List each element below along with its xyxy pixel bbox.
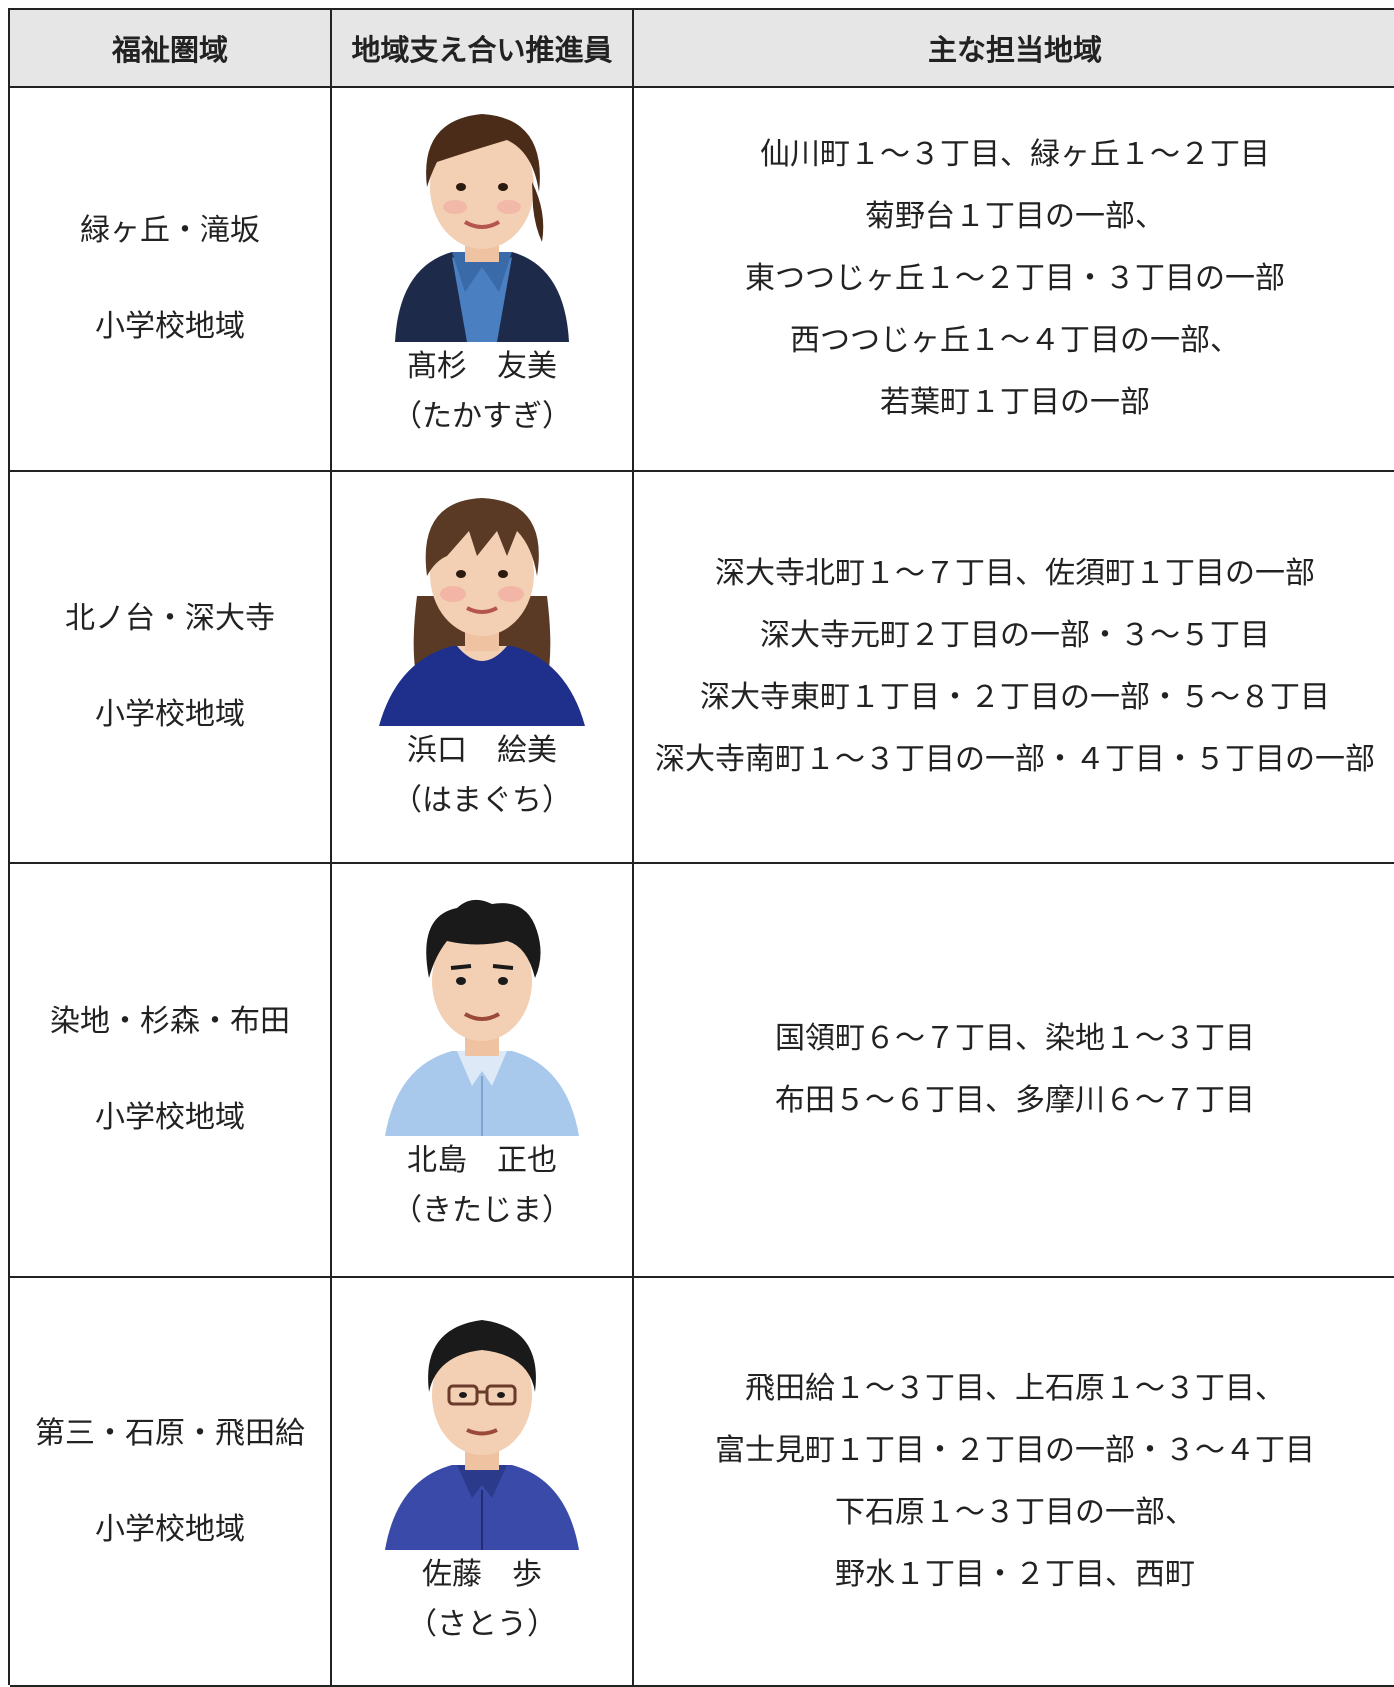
header-towns: 主な担当地域 (634, 10, 1394, 88)
header-staff: 地域支え合い推進員 (332, 10, 634, 88)
town-line: 富士見町１丁目・２丁目の一部・３～４丁目 (715, 1432, 1315, 1468)
staff-cell: 佐藤 歩 （さとう） (332, 1278, 634, 1687)
area-suffix: 小学校地域 (95, 309, 245, 344)
town-line: 深大寺元町２丁目の一部・３～５丁目 (760, 618, 1270, 653)
staff-name: 髙杉 友美 (407, 349, 557, 384)
area-suffix: 小学校地域 (95, 1100, 245, 1135)
towns-cell: 国領町６～７丁目、染地１～３丁目 布田５～６丁目、多摩川６～７丁目 (634, 864, 1394, 1278)
area-cell: 緑ヶ丘・滝坂 小学校地域 (10, 88, 332, 472)
town-line: 菊野台１丁目の一部、 (865, 199, 1165, 234)
staff-name: 浜口 絵美 (407, 733, 557, 768)
town-line: 深大寺東町１丁目・２丁目の一部・５～８丁目 (700, 680, 1330, 715)
staff-kana: （はまぐち） (392, 783, 572, 818)
table-row: 北ノ台・深大寺 小学校地域 浜口 絵美 （はまぐち） 深大寺北町１～７丁目、佐須… (10, 472, 1394, 864)
staff-cell: 浜口 絵美 （はまぐち） (332, 472, 634, 864)
man-curly-hair-portrait-icon (385, 899, 579, 1136)
area-name: 第三・石原・飛田給 (35, 1415, 305, 1451)
towns-cell: 仙川町１～３丁目、緑ヶ丘１～２丁目 菊野台１丁目の一部、 東つつじヶ丘１～２丁目… (634, 88, 1394, 472)
towns-cell: 深大寺北町１～７丁目、佐須町１丁目の一部 深大寺元町２丁目の一部・３～５丁目 深… (634, 472, 1394, 864)
area-suffix: 小学校地域 (95, 1511, 245, 1547)
area-cell: 染地・杉森・布田 小学校地域 (10, 864, 332, 1278)
table-row: 染地・杉森・布田 小学校地域 北島 正也 （きたじま） 国領町６～７丁目、染地１… (10, 864, 1394, 1278)
staff-table: 福祉圏域 地域支え合い推進員 主な担当地域 緑ヶ丘・滝坂 小学校地域 (8, 8, 1394, 1687)
town-line: 東つつじヶ丘１～２丁目・３丁目の一部 (745, 261, 1285, 296)
town-line: 西つつじヶ丘１～４丁目の一部、 (790, 323, 1240, 358)
staff-kana: （たかすぎ） (392, 399, 572, 434)
town-line: 深大寺北町１～７丁目、佐須町１丁目の一部 (715, 556, 1315, 591)
town-line: 仙川町１～３丁目、緑ヶ丘１～２丁目 (760, 137, 1270, 172)
town-line: 深大寺南町１～３丁目の一部・４丁目・５丁目の一部 (655, 742, 1375, 777)
area-name: 染地・杉森・布田 (50, 1004, 290, 1039)
table-row: 第三・石原・飛田給 小学校地域 佐藤 歩 （さとう） 飛田給１～３丁 (10, 1278, 1394, 1687)
towns-cell: 飛田給１～３丁目、上石原１～３丁目、 富士見町１丁目・２丁目の一部・３～４丁目 … (634, 1278, 1394, 1687)
header-area: 福祉圏域 (10, 10, 332, 88)
town-line: 若葉町１丁目の一部 (880, 385, 1150, 420)
area-name: 緑ヶ丘・滝坂 (80, 213, 260, 248)
staff-name: 北島 正也 (407, 1143, 557, 1178)
area-suffix: 小学校地域 (95, 697, 245, 732)
staff-kana: （きたじま） (392, 1193, 572, 1228)
area-name: 北ノ台・深大寺 (65, 601, 275, 636)
area-cell: 第三・石原・飛田給 小学校地域 (10, 1278, 332, 1687)
table-row: 緑ヶ丘・滝坂 小学校地域 髙杉 友美 （たかすぎ） 仙川町１～３丁目 (10, 88, 1394, 472)
woman-short-hair-portrait-icon (395, 114, 569, 342)
town-line: 野水１丁目・２丁目、西町 (835, 1556, 1195, 1592)
staff-kana: （さとう） (407, 1607, 557, 1642)
town-line: 国領町６～７丁目、染地１～３丁目 (775, 1021, 1255, 1056)
town-line: 飛田給１～３丁目、上石原１～３丁目、 (745, 1370, 1285, 1406)
area-cell: 北ノ台・深大寺 小学校地域 (10, 472, 332, 864)
staff-cell: 北島 正也 （きたじま） (332, 864, 634, 1278)
staff-cell: 髙杉 友美 （たかすぎ） (332, 88, 634, 472)
town-line: 布田５～６丁目、多摩川６～７丁目 (775, 1083, 1255, 1118)
table-header: 福祉圏域 地域支え合い推進員 主な担当地域 (10, 10, 1394, 88)
woman-long-hair-portrait-icon (379, 498, 585, 726)
staff-name: 佐藤 歩 (422, 1557, 542, 1592)
town-line: 下石原１～３丁目の一部、 (835, 1494, 1195, 1530)
man-glasses-portrait-icon (385, 1320, 579, 1550)
